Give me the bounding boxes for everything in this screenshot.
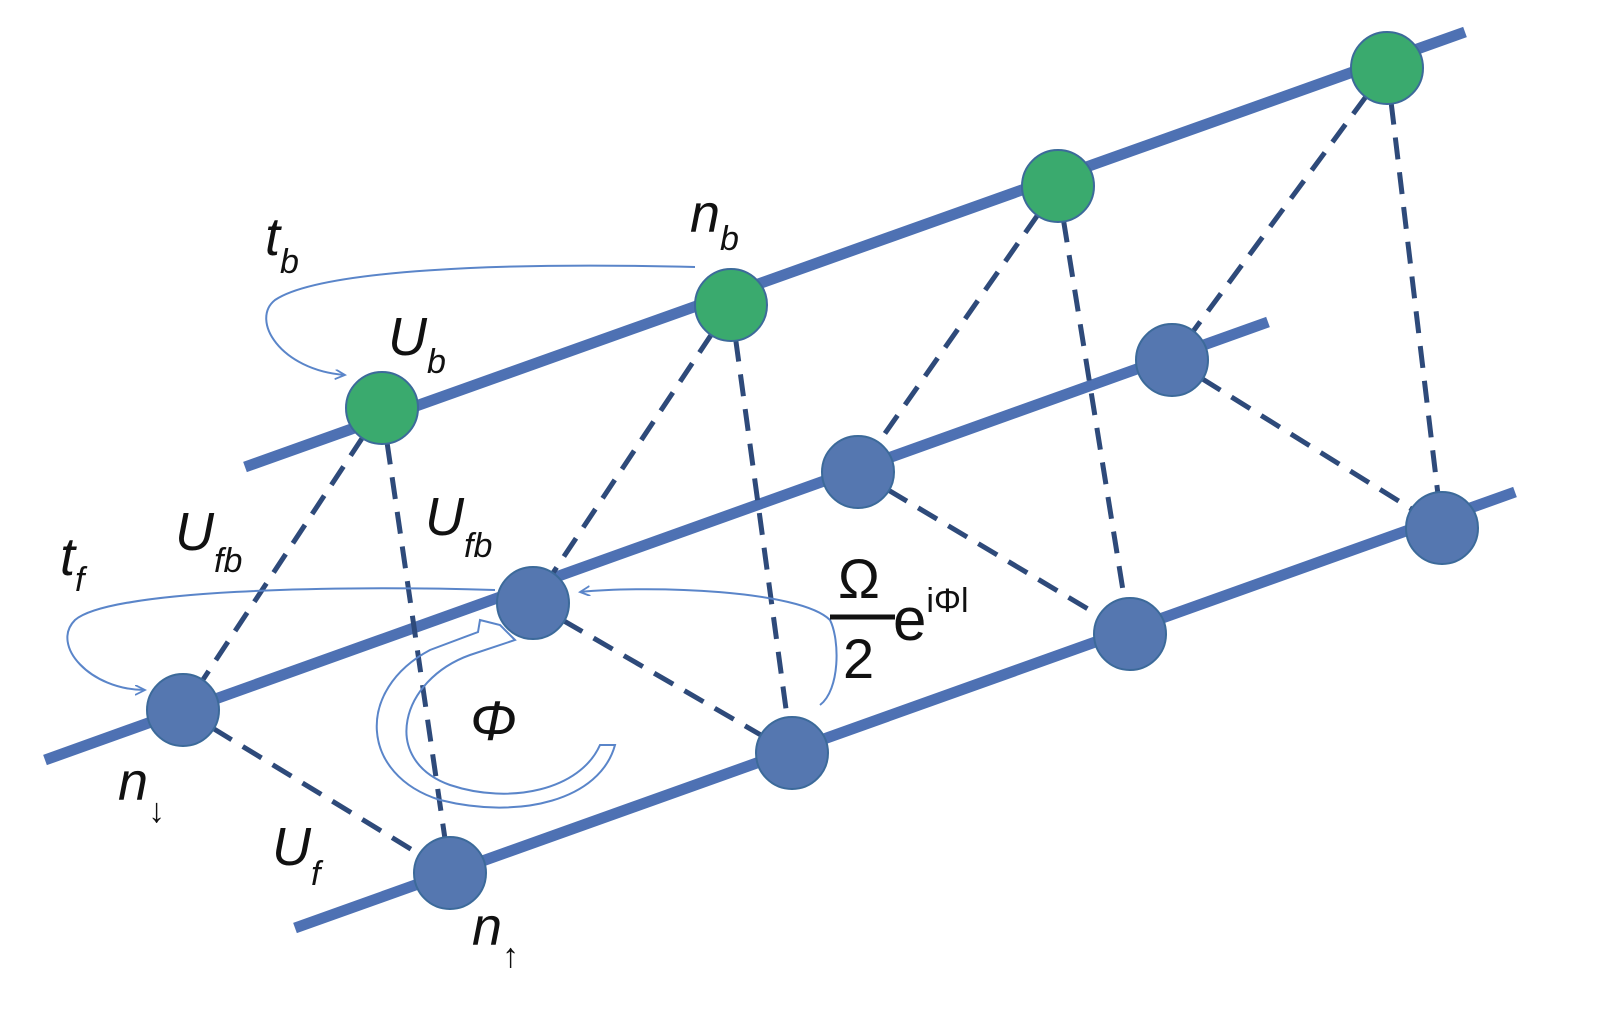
label-Ufb-left-sub: fb bbox=[214, 542, 242, 580]
label-n-down: n bbox=[118, 752, 148, 812]
svg-text:tb: tb bbox=[265, 207, 299, 281]
label-phi: Φ bbox=[470, 689, 517, 752]
label-omega: Ω bbox=[838, 547, 880, 610]
node-b bbox=[1350, 31, 1424, 105]
label-n-up: n bbox=[472, 897, 502, 957]
node-up bbox=[755, 716, 829, 790]
label-nb-sub: b bbox=[720, 220, 739, 258]
label-n-down-sub: ↓ bbox=[148, 792, 165, 830]
label-Ub-sub: b bbox=[427, 343, 446, 381]
svg-text:n↓: n↓ bbox=[118, 752, 165, 830]
label-tb: t bbox=[265, 207, 282, 267]
chain-down bbox=[43, 316, 1270, 766]
label-exp-e: e bbox=[893, 586, 926, 653]
svg-text:Ufb: Ufb bbox=[175, 502, 242, 580]
svg-text:Uf: Uf bbox=[272, 817, 324, 893]
label-Uf-sub: f bbox=[311, 855, 324, 893]
label-Ufb-right-sub: fb bbox=[464, 527, 492, 565]
node-down bbox=[496, 566, 570, 640]
svg-text:Ub: Ub bbox=[388, 307, 446, 381]
svg-text:n↑: n↑ bbox=[472, 897, 519, 975]
chain-b bbox=[243, 26, 1467, 473]
hopping-tf-arrow bbox=[66, 587, 496, 690]
label-Ub: U bbox=[388, 307, 428, 367]
label-tf-sub: f bbox=[75, 561, 88, 599]
label-tf: t bbox=[60, 527, 77, 587]
node-b bbox=[694, 268, 768, 342]
chain-up bbox=[293, 486, 1517, 934]
node-up bbox=[1093, 597, 1167, 671]
svg-text:nb: nb bbox=[690, 184, 739, 258]
hopping-tb-arrow bbox=[265, 264, 696, 375]
node-up bbox=[1405, 491, 1479, 565]
node-b bbox=[345, 371, 419, 445]
label-exp-power: iΦl bbox=[926, 582, 968, 620]
label-Ufb-left: U bbox=[175, 502, 215, 562]
node-down bbox=[1135, 323, 1209, 397]
label-n-up-sub: ↑ bbox=[502, 937, 519, 975]
node-down bbox=[146, 673, 220, 747]
svg-text:Ufb: Ufb bbox=[425, 487, 492, 565]
label-nb: n bbox=[690, 184, 720, 244]
dashed-couplings bbox=[180, 66, 1445, 876]
node-b bbox=[1021, 149, 1095, 223]
rabi-coupling-arrow bbox=[580, 589, 838, 706]
flux-circulation-icon bbox=[375, 618, 617, 809]
label-omega-den: 2 bbox=[843, 627, 874, 690]
label-Uf: U bbox=[272, 817, 312, 877]
label-Ufb-right: U bbox=[425, 487, 465, 547]
node-down bbox=[821, 435, 895, 509]
svg-text:tf: tf bbox=[60, 527, 88, 599]
svg-text:eiΦl: eiΦl bbox=[893, 582, 969, 653]
node-up bbox=[413, 836, 487, 910]
label-tb-sub: b bbox=[280, 243, 299, 281]
